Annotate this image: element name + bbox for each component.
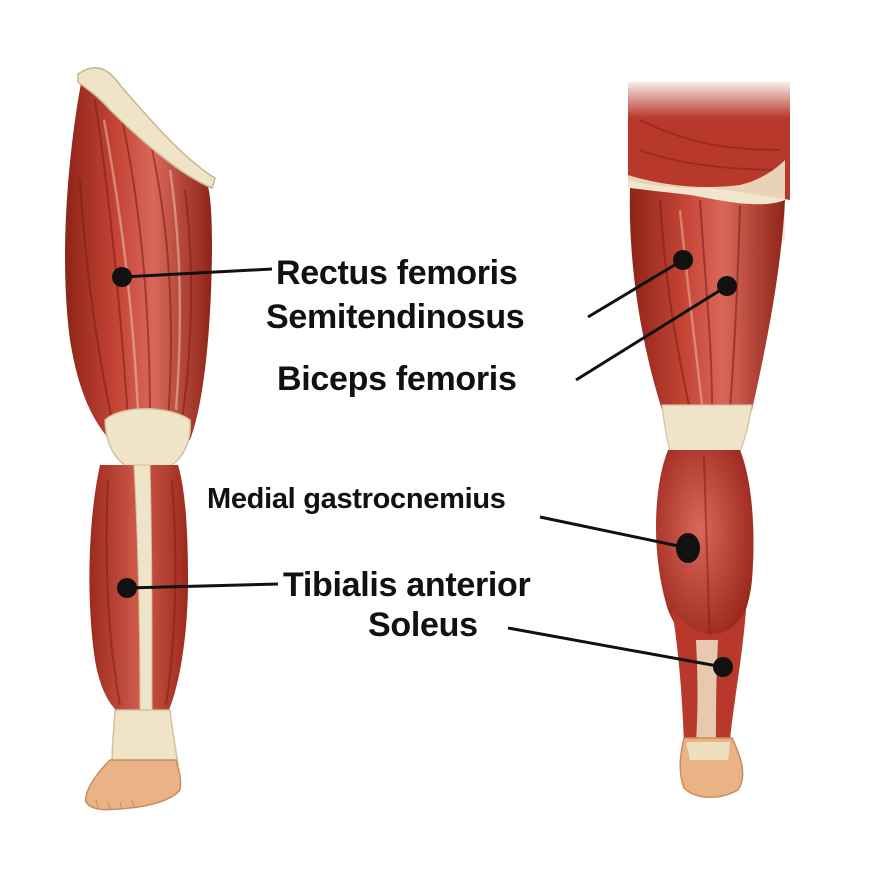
dot-tibialis-anterior <box>117 578 137 598</box>
anterior-leg <box>65 66 216 811</box>
posterior-leg <box>626 78 792 798</box>
anterior-thigh <box>65 78 212 440</box>
label-biceps-femoris: Biceps femoris <box>277 360 517 398</box>
dot-medial-gastrocnemius <box>676 533 700 563</box>
dot-soleus <box>713 657 733 677</box>
leader-semitendinosus <box>587 258 684 319</box>
label-semitendinosus: Semitendinosus <box>266 298 525 336</box>
achilles-tendon <box>696 640 718 742</box>
label-tibialis-anterior: Tibialis anterior <box>283 566 531 604</box>
calf-gastrocnemius <box>656 450 754 650</box>
anterior-knee <box>104 408 191 473</box>
anterior-foot <box>85 759 182 811</box>
leader-tibialis-anterior <box>126 582 279 590</box>
leader-biceps-femoris <box>575 284 728 382</box>
dot-rectus-femoris <box>112 267 132 287</box>
label-medial-gastrocnemius: Medial gastrocnemius <box>207 483 506 515</box>
leader-rectus-femoris <box>121 267 273 279</box>
hip-tendon <box>77 66 216 190</box>
anterior-ankle <box>111 709 179 766</box>
dot-biceps-femoris <box>717 276 737 296</box>
marker-dots <box>112 250 737 677</box>
label-soleus: Soleus <box>368 606 478 644</box>
leader-lines <box>121 258 728 669</box>
leader-medial-gastrocnemius <box>539 515 689 550</box>
leader-soleus <box>507 626 724 669</box>
dot-semitendinosus <box>673 250 693 270</box>
label-rectus-femoris: Rectus femoris <box>276 254 518 292</box>
